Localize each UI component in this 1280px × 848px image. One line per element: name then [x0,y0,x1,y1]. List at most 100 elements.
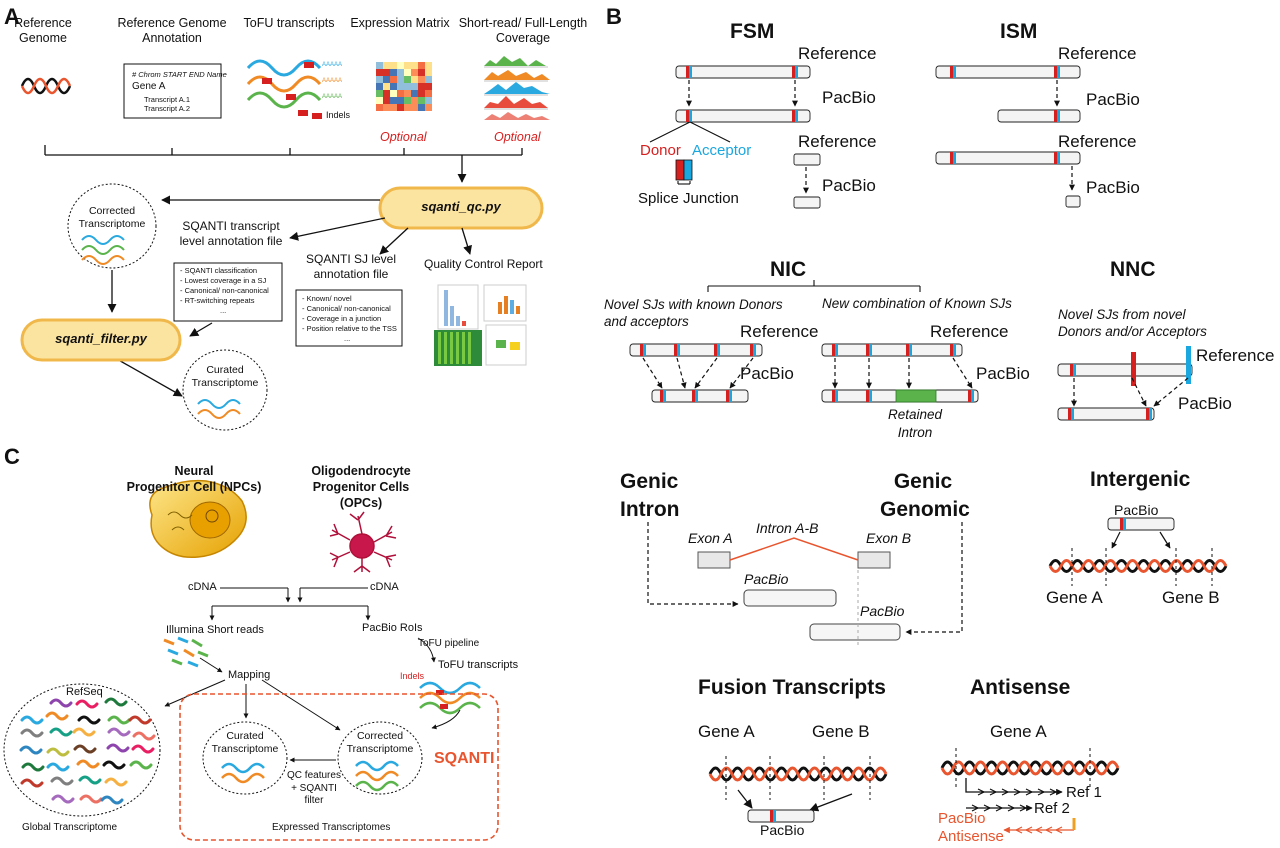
heatmap-cell [404,90,411,97]
heatmap-cell [390,97,397,104]
heatmap-cell [397,97,404,104]
transcript-bar [821,343,963,357]
heatmap-cell [425,97,432,104]
heatmap-cell [411,104,418,111]
global-transcript-squiggle [49,698,73,708]
global-transcript-squiggle [75,699,99,709]
mapping-label: Mapping [228,669,271,681]
heatmap-cell [397,69,404,76]
heatmap-cell [397,76,404,83]
retained-intron-label: Retained Intron [887,407,943,440]
heatmap-cell [383,104,390,111]
illumina-label: Illumina Short reads [166,624,264,636]
heatmap-cell [383,69,390,76]
heatmap-cell [418,69,425,76]
heatmap-cell [425,104,432,111]
transcript-fields-box [173,262,283,322]
ism-reference-label-2: Reference [1058,132,1137,151]
annotation-box [123,63,222,119]
transcript-bar [935,151,1081,165]
global-transcript-squiggle [19,745,43,755]
global-transcript-squiggle [46,747,70,757]
heatmap-cell [404,69,411,76]
global-transcript-squiggle [50,776,74,786]
global-transcript-squiggle [104,697,128,707]
heatmap-cell [390,69,397,76]
heatmap-cell [383,76,390,83]
heatmap-cell [376,83,383,90]
panel-a-letter: A [4,4,20,29]
sj-field-2: - Canonical/ non-canonical [302,304,391,313]
global-transcript-squiggle [21,762,45,772]
transcript-field-4: - RT-switching repeats [180,296,255,305]
nic-known-desc: Novel SJs with known Donors and acceptor… [604,297,783,329]
ism-pacbio-label: PacBio [1086,90,1140,109]
expressed-transcriptomes-label: Expressed Transcriptomes [272,822,391,833]
heatmap-cell [376,97,383,104]
nnc-desc: Novel SJs from novel Donors and/or Accep… [1058,307,1207,339]
global-transcript-squiggles [19,697,156,805]
qc-report-label: Quality Control Report [424,257,543,271]
ism-title: ISM [1000,20,1038,43]
tofu-transcripts-icon [246,59,322,116]
heatmap-cell [411,97,418,104]
intergenic-pacbio-label: PacBio [1114,502,1159,518]
sqanti-qc-tool [378,186,544,230]
corrected-transcriptome-label: Corrected Transcriptome [78,205,146,230]
qc-report-thumbnail [434,284,527,366]
heatmap-cell [418,62,425,69]
intergenic-gene-b: Gene B [1162,588,1220,607]
global-transcript-squiggle [76,759,100,769]
fusion-title: Fusion Transcripts [698,676,886,699]
input-expression-matrix: Expression Matrix [350,16,450,30]
transcript-field-1: - SQANTI classification [180,266,258,275]
heatmap-cell [376,90,383,97]
heatmap-cell [404,104,411,111]
donor-label: Donor [640,142,681,159]
heatmap-cell [376,104,383,111]
polya-label-1: AAAAA [322,62,343,68]
heatmap-cell [418,97,425,104]
heatmap-cell [425,90,432,97]
fusion-gene-b: Gene B [812,722,870,741]
fsm-pacbio-label-2: PacBio [822,176,876,195]
sj-fields-box [295,289,403,347]
input-bracket [44,145,523,183]
transcript-bar [675,109,811,123]
heatmap-cell [390,90,397,97]
indels-label-c: Indels [400,671,425,681]
cdna-label-npc: cDNA [188,581,217,593]
annotation-transcript-1: Transcript A.1 [144,95,190,104]
transcript-bar [935,65,1081,79]
transcript-bar [1057,407,1155,421]
heatmap-cell [383,83,390,90]
genic-intron-pacbio-label: PacBio [744,571,789,587]
heatmap-cell [418,76,425,83]
nnc-reference-label: Reference [1196,346,1275,365]
ref1-label: Ref 1 [1066,784,1102,801]
annotation-header: # Chrom START END Name [132,70,227,79]
fsm-reference-label: Reference [798,44,877,63]
exon-a-label: Exon A [688,530,733,546]
opc-cell-icon [329,511,397,573]
heatmap-cell [390,62,397,69]
heatmap-cell [425,83,432,90]
antisense-gene-a: Gene A [990,722,1047,741]
global-transcript-squiggle [46,762,70,772]
ism-reference-label: Reference [1058,44,1137,63]
global-transcript-squiggle [106,743,130,753]
heatmap-cell [397,62,404,69]
heatmap-cell [404,76,411,83]
heatmap-cell [404,97,411,104]
exon-b-label: Exon B [866,530,912,546]
heatmap-cell [390,104,397,111]
acceptor-label: Acceptor [692,142,752,159]
fusion-pacbio-label: PacBio [760,822,805,838]
heatmap-cell [411,90,418,97]
global-transcript-squiggle [77,715,101,725]
panel-a-graphics [20,56,550,431]
ref2-label: Ref 2 [1034,800,1070,817]
heatmap-cell [411,62,418,69]
global-transcript-squiggle [20,715,44,725]
panel-c-graphics [3,479,499,841]
